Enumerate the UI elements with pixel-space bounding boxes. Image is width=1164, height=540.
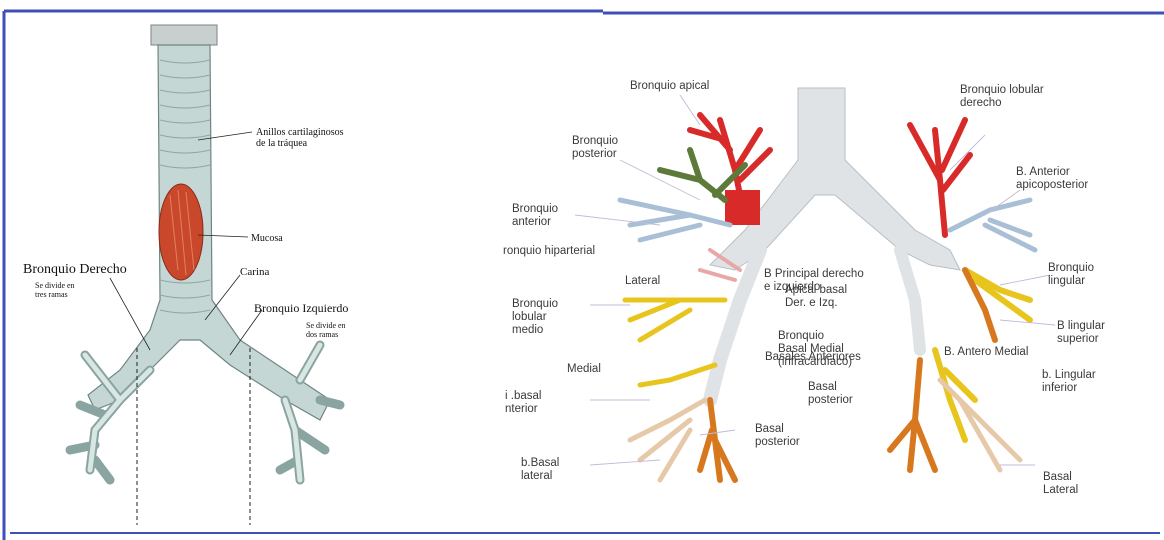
b-lingular-superior-label: B lingular superior: [1057, 320, 1105, 346]
bronquio-apical-label: Bronquio apical: [630, 80, 709, 93]
bronquio-hiparterial-label: ronquio hiparterial: [503, 245, 595, 258]
bronquio-izquierdo-label: Bronquio Izquierdo: [254, 302, 348, 315]
lateral-label: Lateral: [625, 275, 660, 288]
anillos-label: Anillos cartilaginosos de la tráquea: [256, 127, 344, 149]
b-antero-medial-label: B. Antero Medial: [944, 346, 1028, 359]
b-lingular-inferior-label: b. Lingular inferior: [1042, 369, 1096, 395]
mucosa-label: Mucosa: [251, 232, 283, 245]
basal-posterior-left-label: Basal posterior: [755, 423, 800, 449]
b-anterior-apicoposterior-label: B. Anterior apicoposterior: [1016, 166, 1088, 192]
apical-basal-label: Apical basal Der. e Izq.: [785, 284, 847, 310]
basal-posterior-center-label: Basal posterior: [808, 381, 853, 407]
bronquio-lobular-medio-label: Bronquio lobular medio: [512, 298, 558, 337]
izquierdo-note-label: Se divide en dos ramas: [306, 321, 346, 339]
bronquio-anterior-label: Bronquio anterior: [512, 203, 558, 229]
bronquio-posterior-label: Bronquio posterior: [572, 135, 618, 161]
bronquio-derecho-label: Bronquio Derecho: [23, 263, 127, 276]
medial-label: Medial: [567, 363, 601, 376]
basal-anterior-label: i .basal nterior: [505, 390, 541, 416]
bronquio-lobular-derecho-label: Bronquio lobular derecho: [960, 84, 1044, 110]
basales-anteriores-label: Basales Anteriores: [765, 351, 861, 364]
derecho-note-label: Se divide en tres ramas: [35, 281, 75, 299]
basal-lateral-right-label: Basal Lateral: [1043, 471, 1078, 497]
carina-label: Carina: [240, 266, 269, 279]
b-basal-lateral-label: b.Basal lateral: [521, 457, 559, 483]
bronquio-lingular-label: Bronquio lingular: [1048, 262, 1094, 288]
